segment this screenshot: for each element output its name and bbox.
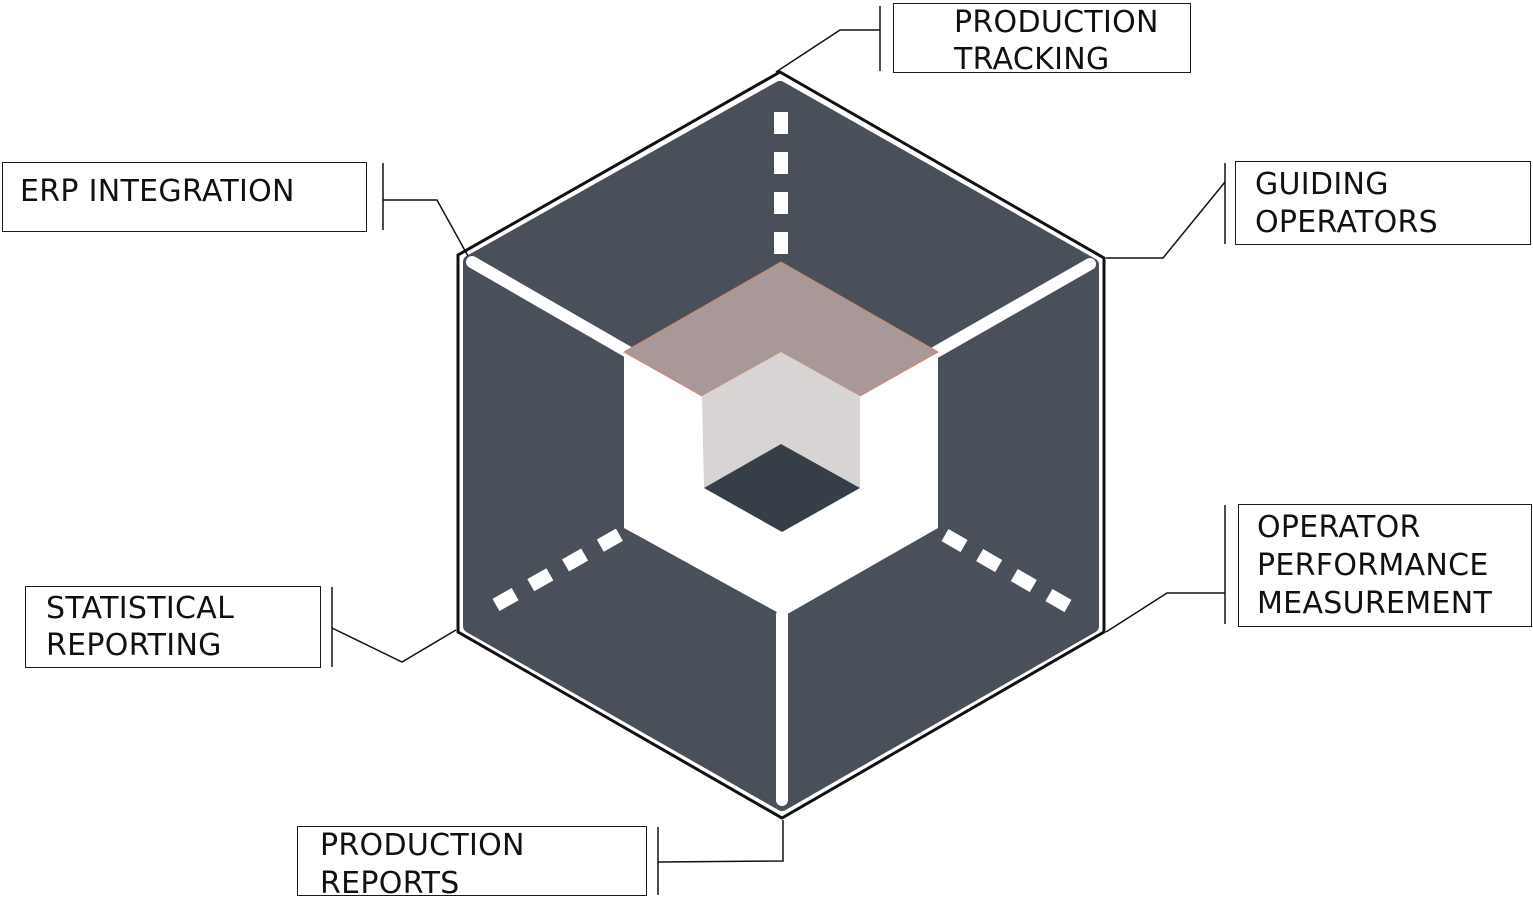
connector-erp-integration <box>383 199 469 257</box>
label-operator-performance-measurement: OPERATOR PERFORMANCE MEASUREMENT <box>1238 504 1532 627</box>
label-line: OPERATORS <box>1255 205 1439 240</box>
connector-production-tracking <box>775 29 880 73</box>
dashed-lines <box>492 112 1072 613</box>
label-line: STATISTICAL <box>46 591 235 626</box>
panel-dividers <box>466 256 1096 806</box>
connector-guiding-operators <box>1106 181 1226 259</box>
connector-operator-performance <box>1105 592 1225 633</box>
dashed-line-left <box>492 524 630 612</box>
connector-lines <box>331 6 1226 895</box>
label-line: ERP INTEGRATION <box>20 174 295 209</box>
label-line: MEASUREMENT <box>1257 586 1493 621</box>
label-line: GUIDING <box>1255 167 1389 202</box>
divider-top-left <box>466 256 634 358</box>
label-line: PERFORMANCE <box>1257 548 1489 583</box>
label-line: REPORTING <box>46 628 222 663</box>
label-production-reports: PRODUCTION REPORTS <box>297 826 647 896</box>
inner-pit <box>704 444 860 532</box>
label-guiding-operators: GUIDING OPERATORS <box>1235 161 1531 245</box>
connector-production-reports <box>657 820 784 863</box>
label-production-tracking: PRODUCTION TRACKING <box>893 3 1191 73</box>
label-erp-integration: ERP INTEGRATION <box>2 162 367 232</box>
divider-top-right <box>930 258 1096 358</box>
label-line: PRODUCTION <box>320 828 525 863</box>
inner-cube-walls <box>702 352 860 488</box>
connector-statistical-reporting <box>331 627 457 663</box>
label-line: TRACKING <box>954 42 1110 73</box>
label-line: PRODUCTION <box>954 5 1159 40</box>
label-line: OPERATOR <box>1257 510 1421 545</box>
dashed-line-right <box>934 524 1072 613</box>
label-line: REPORTS <box>320 866 460 896</box>
label-statistical-reporting: STATISTICAL REPORTING <box>25 586 321 668</box>
